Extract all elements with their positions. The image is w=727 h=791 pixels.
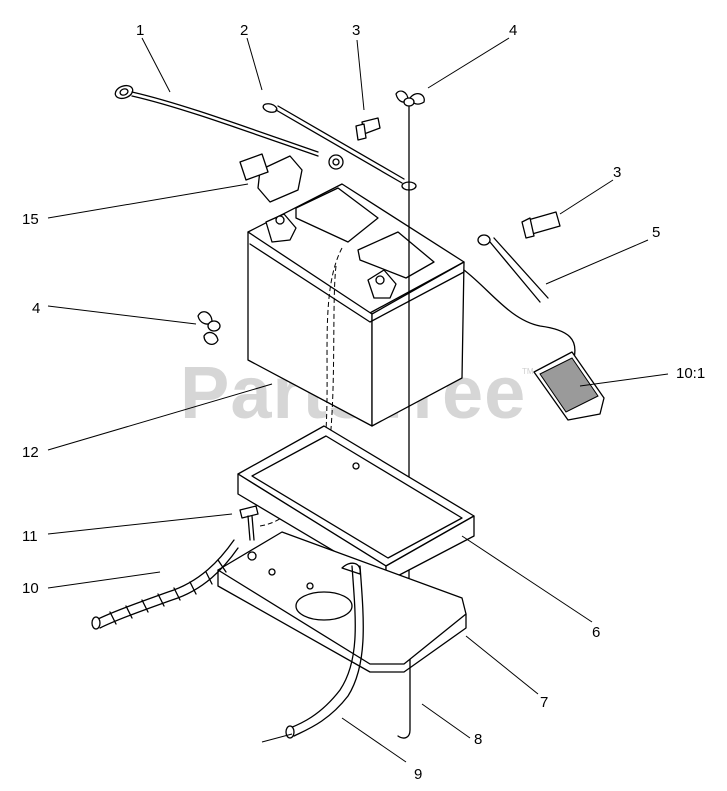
callout-10-1: 10:1: [676, 365, 705, 382]
callout-3-top: 3: [352, 22, 360, 39]
wing-nut-part-4-top[interactable]: [395, 90, 425, 107]
bolt-part-3-right[interactable]: [521, 211, 561, 239]
conduit-part-10[interactable]: [91, 539, 239, 630]
callout-15: 15: [22, 211, 39, 228]
callout-1: 1: [136, 22, 144, 39]
callout-6: 6: [592, 624, 600, 641]
screw-part-11[interactable]: [239, 505, 259, 541]
callout-8: 8: [474, 731, 482, 748]
battery-cable-part-5[interactable]: [477, 234, 549, 303]
watermark-trademark: TM: [522, 367, 534, 376]
callout-labels: 1 2 3 4 3 5 15 4 10:1 12 11 10 6 7 8 9: [22, 22, 705, 783]
callout-2: 2: [240, 22, 248, 39]
ground-strap-part-2[interactable]: [262, 102, 417, 191]
leader-lines: [47, 37, 669, 763]
callout-11: 11: [22, 528, 38, 545]
callout-5: 5: [652, 224, 660, 241]
callout-3-right: 3: [613, 164, 621, 181]
callout-12: 12: [22, 444, 39, 461]
harness-connector-part-10-1[interactable]: [463, 269, 605, 421]
battery-part-12[interactable]: [247, 183, 465, 427]
callout-9: 9: [414, 766, 422, 783]
terminal-boot-part-15[interactable]: [239, 153, 303, 203]
battery-cable-part-1[interactable]: [113, 83, 344, 170]
callout-4-left: 4: [32, 300, 40, 317]
callout-4-top: 4: [509, 22, 517, 39]
base-plate-part-7[interactable]: [217, 531, 467, 673]
wing-nut-part-4-left[interactable]: [197, 311, 221, 346]
callout-10: 10: [22, 580, 39, 597]
bolt-part-3-top[interactable]: [355, 117, 381, 141]
callout-7: 7: [540, 694, 548, 711]
